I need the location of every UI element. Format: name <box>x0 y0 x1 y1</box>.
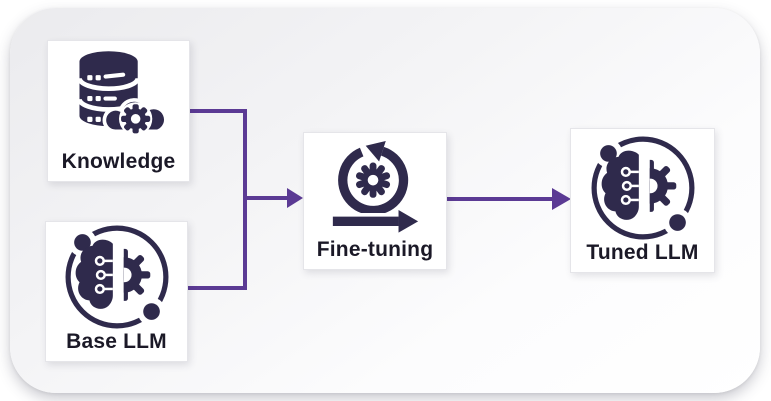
brain-circuit-gear-icon <box>591 136 694 240</box>
iteration-loop-gear-icon <box>329 140 419 233</box>
node-knowledge: Knowledge <box>47 40 190 182</box>
brain-circuit-gear-icon <box>65 225 168 329</box>
arrowhead-into-fine-tuning <box>287 188 303 208</box>
database-cloud-gear-icon <box>76 51 168 136</box>
edge-into-fine-tuning <box>245 196 288 200</box>
node-base-llm-label: Base LLM <box>66 329 167 353</box>
node-fine-tuning-label: Fine-tuning <box>316 237 434 261</box>
node-fine-tuning: Fine-tuning <box>303 132 447 270</box>
edge-knowledge-out <box>189 109 245 113</box>
node-base-llm: Base LLM <box>45 221 188 362</box>
edge-base-llm-out <box>187 286 245 290</box>
node-knowledge-label: Knowledge <box>61 149 176 173</box>
edge-fine-tuning-to-tuned <box>446 197 553 201</box>
arrowhead-into-tuned-llm <box>552 188 571 210</box>
node-tuned-llm-label: Tuned LLM <box>586 240 699 264</box>
node-tuned-llm: Tuned LLM <box>570 128 715 273</box>
